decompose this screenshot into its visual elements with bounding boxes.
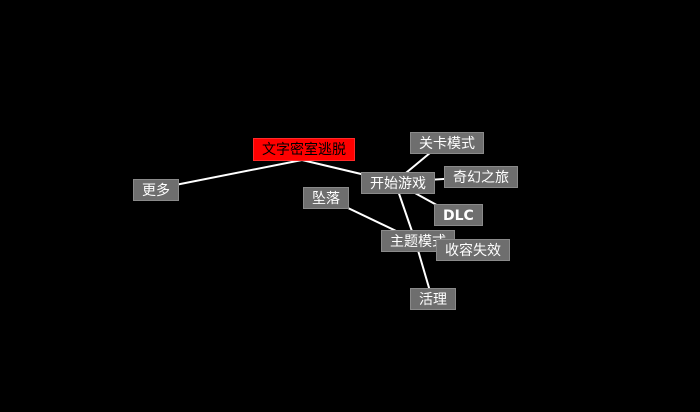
containment-failure-button[interactable]: 收容失效 — [436, 239, 510, 261]
fantasy-journey-button[interactable]: 奇幻之旅 — [444, 166, 518, 188]
root-node-title[interactable]: 文字密室逃脱 — [253, 138, 355, 161]
live-button[interactable]: 活理 — [410, 288, 456, 310]
level-mode-button[interactable]: 关卡模式 — [410, 132, 484, 154]
link-root-more — [154, 159, 303, 190]
fall-button[interactable]: 坠落 — [303, 187, 349, 209]
dlc-button[interactable]: DLC — [434, 204, 483, 226]
more-button[interactable]: 更多 — [133, 179, 179, 201]
start-game-button[interactable]: 开始游戏 — [361, 172, 435, 194]
